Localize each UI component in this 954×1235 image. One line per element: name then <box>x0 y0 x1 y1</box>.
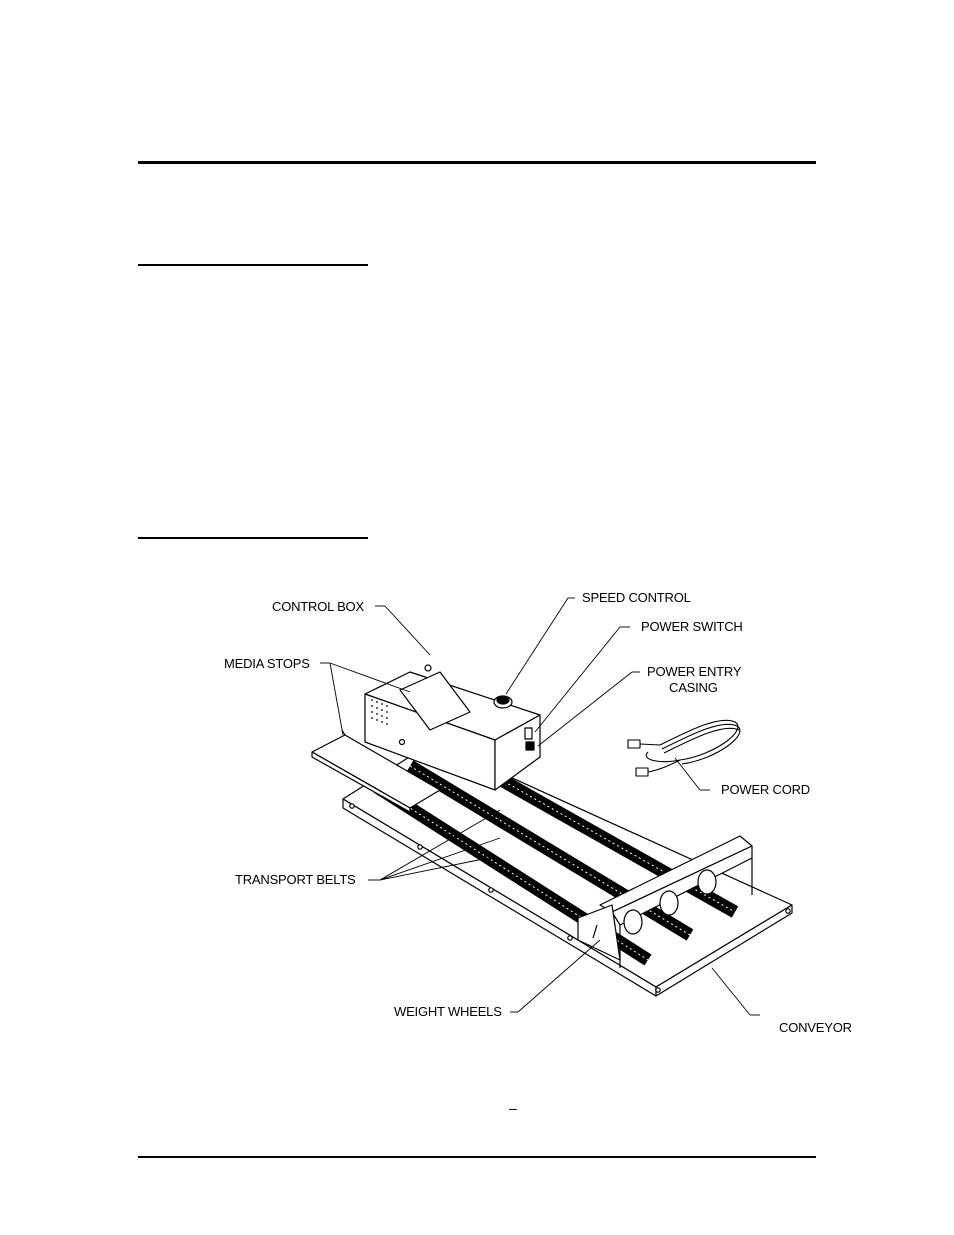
weight-wheels <box>623 869 717 935</box>
footer-rule <box>138 1156 816 1158</box>
conveyor-side-edge <box>655 904 793 997</box>
page-mark: – <box>509 1100 517 1116</box>
label-transport-belts: TRANSPORT BELTS <box>235 872 356 887</box>
label-power-switch: POWER SWITCH <box>641 619 743 634</box>
label-power-cord: POWER CORD <box>721 782 811 797</box>
label-casing: CASING <box>669 680 718 695</box>
leader-lines <box>320 597 760 1016</box>
label-conveyor: CONVEYOR <box>779 1020 852 1035</box>
power-entry-casing <box>525 741 535 751</box>
section-underline-2 <box>138 537 368 539</box>
label-media-stops: MEDIA STOPS <box>224 656 310 671</box>
speed-control-knob <box>493 695 513 709</box>
section-underline-1 <box>138 264 368 266</box>
label-weight-wheels: WEIGHT WHEELS <box>394 1004 502 1019</box>
edge-screws <box>349 803 791 993</box>
header-rule <box>138 161 816 164</box>
label-speed-control: SPEED CONTROL <box>582 590 691 605</box>
vent-holes <box>371 699 388 725</box>
label-power-entry: POWER ENTRY <box>647 664 742 679</box>
label-control-box: CONTROL BOX <box>272 599 364 614</box>
media-stop-right <box>399 671 471 731</box>
power-cord <box>627 719 741 777</box>
power-switch <box>524 727 533 740</box>
